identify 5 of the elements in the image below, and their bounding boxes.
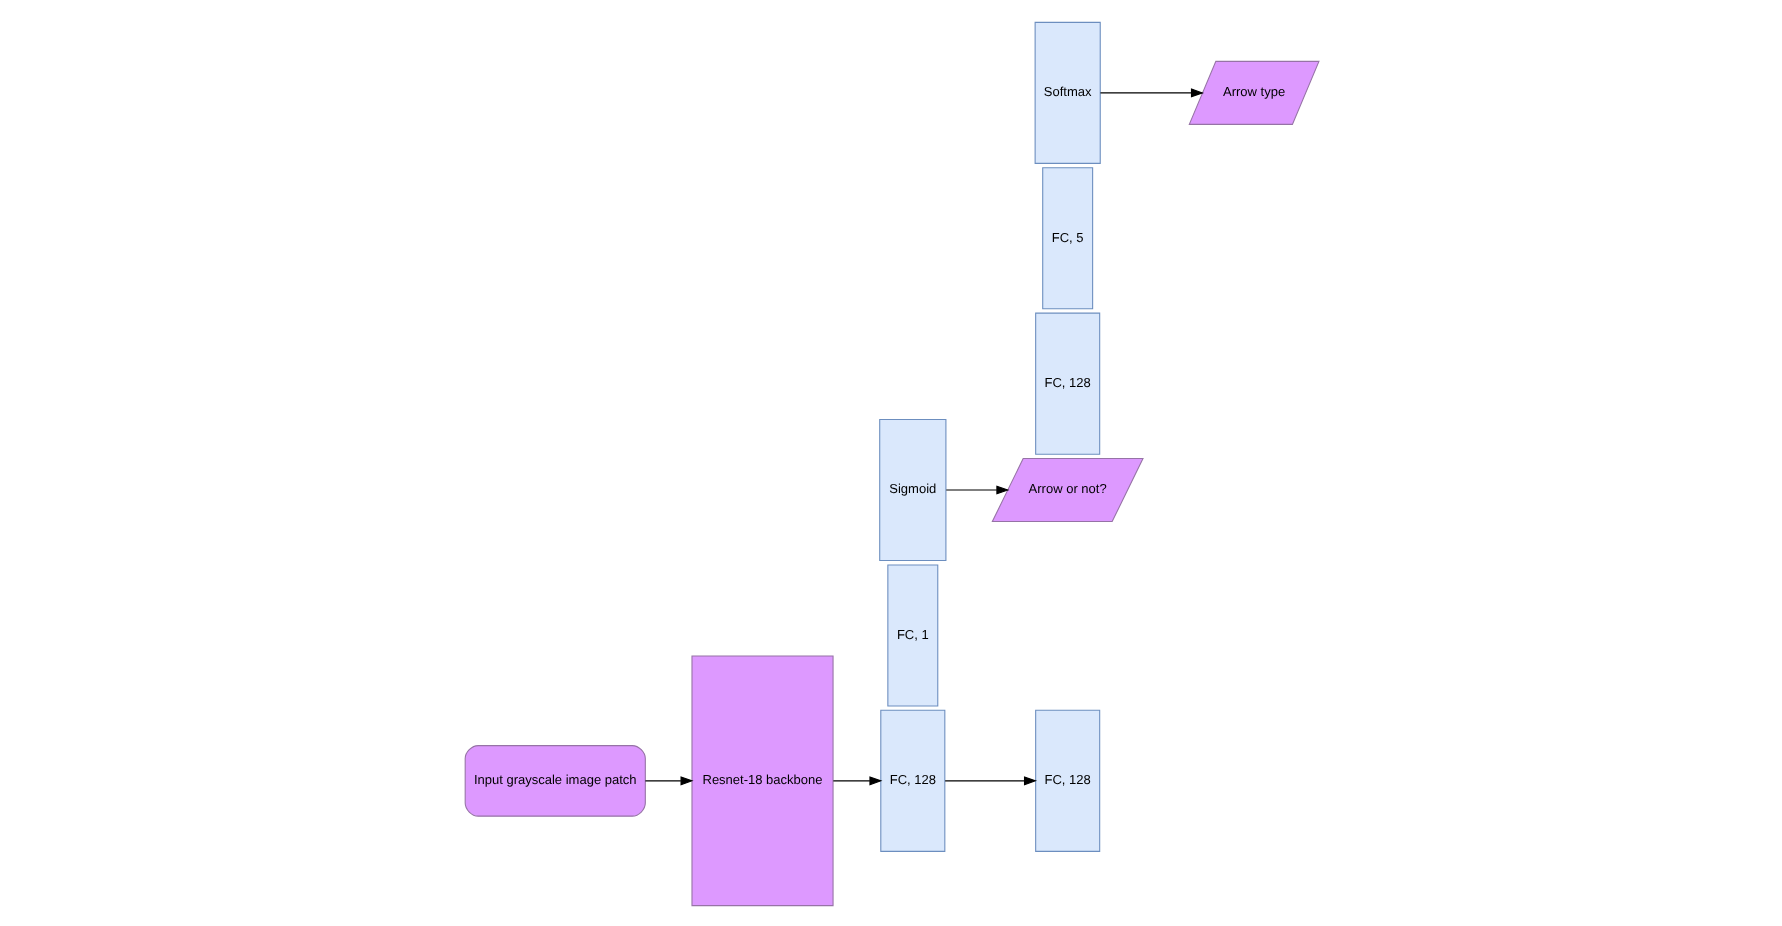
arrow xyxy=(944,484,1009,494)
arrow xyxy=(943,775,1036,785)
arrow xyxy=(1098,87,1203,97)
arrow xyxy=(831,775,882,785)
arrow xyxy=(643,775,693,785)
